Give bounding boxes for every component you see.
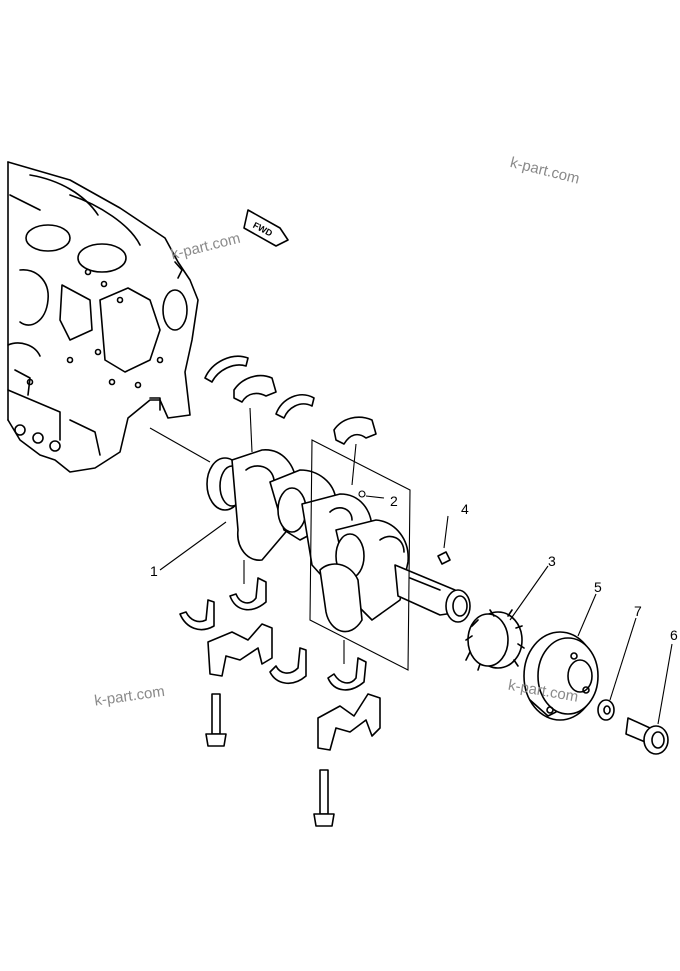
- main-bearing-caps: [207, 623, 381, 751]
- crankshaft-gear: [465, 609, 525, 671]
- watermark: k-part.com: [169, 230, 242, 264]
- crankshaft: [206, 449, 471, 633]
- lower-bearing-shells: [179, 560, 367, 691]
- callout-3: 3: [548, 553, 556, 569]
- watermark: k-part.com: [508, 154, 581, 188]
- callout-labels: 1 2 3 4 5 6 7: [150, 493, 678, 643]
- callout-5: 5: [594, 579, 602, 595]
- callout-1: 1: [150, 563, 158, 579]
- watermark: k-part.com: [93, 683, 166, 710]
- callout-4: 4: [461, 501, 469, 517]
- callout-leaders: [159, 515, 673, 725]
- upper-bearing-shells: [204, 355, 377, 486]
- fwd-arrow-tag: FWD: [243, 209, 289, 247]
- centerline: [149, 427, 211, 463]
- pulley-bolt: [625, 717, 669, 755]
- callout-2: 2: [390, 493, 398, 509]
- washer: [597, 699, 615, 721]
- thrust-bearing-group: [309, 439, 411, 671]
- callout-7: 7: [634, 603, 642, 619]
- cylinder-block: [7, 161, 199, 473]
- crankshaft-pulley: [523, 631, 599, 721]
- woodruff-key: [437, 551, 451, 565]
- main-bearing-bolts: [205, 693, 335, 827]
- callout-6: 6: [670, 627, 678, 643]
